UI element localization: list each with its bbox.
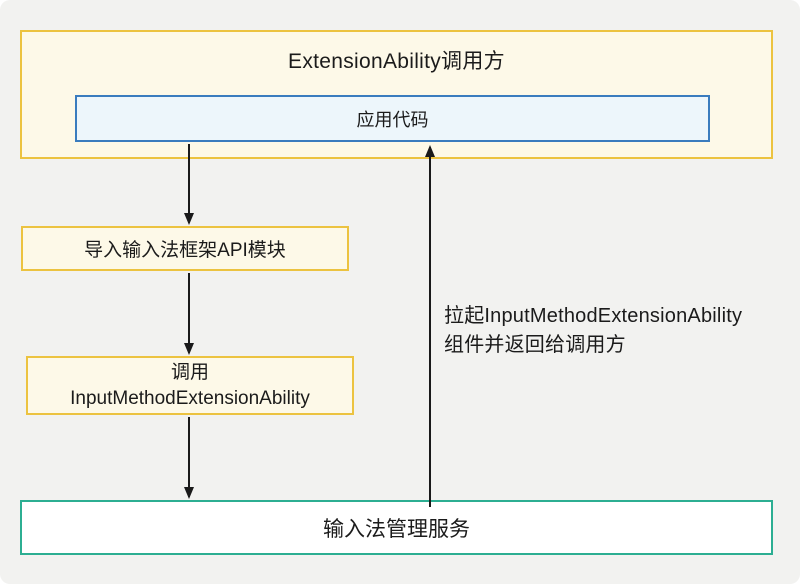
return-annotation: 拉起InputMethodExtensionAbility 组件并返回给调用方 [444, 305, 743, 356]
import-api-module-label: 导入输入法框架API模块 [84, 240, 286, 261]
call-inputmethod-extensionability-label: 调用 InputMethodExtensionAbility [70, 361, 310, 409]
caller-box-title: ExtensionAbility调用方 [288, 50, 505, 73]
app-code-box: 应用代码 [75, 95, 710, 142]
call-inputmethod-extensionability-box: 调用 InputMethodExtensionAbility [26, 356, 354, 415]
input-method-service-label: 输入法管理服务 [323, 517, 470, 541]
extensionability-caller-box: ExtensionAbility调用方 应用代码 [20, 30, 773, 159]
input-method-service-box: 输入法管理服务 [20, 500, 773, 555]
app-code-label: 应用代码 [356, 109, 429, 130]
import-api-module-box: 导入输入法框架API模块 [21, 226, 349, 271]
